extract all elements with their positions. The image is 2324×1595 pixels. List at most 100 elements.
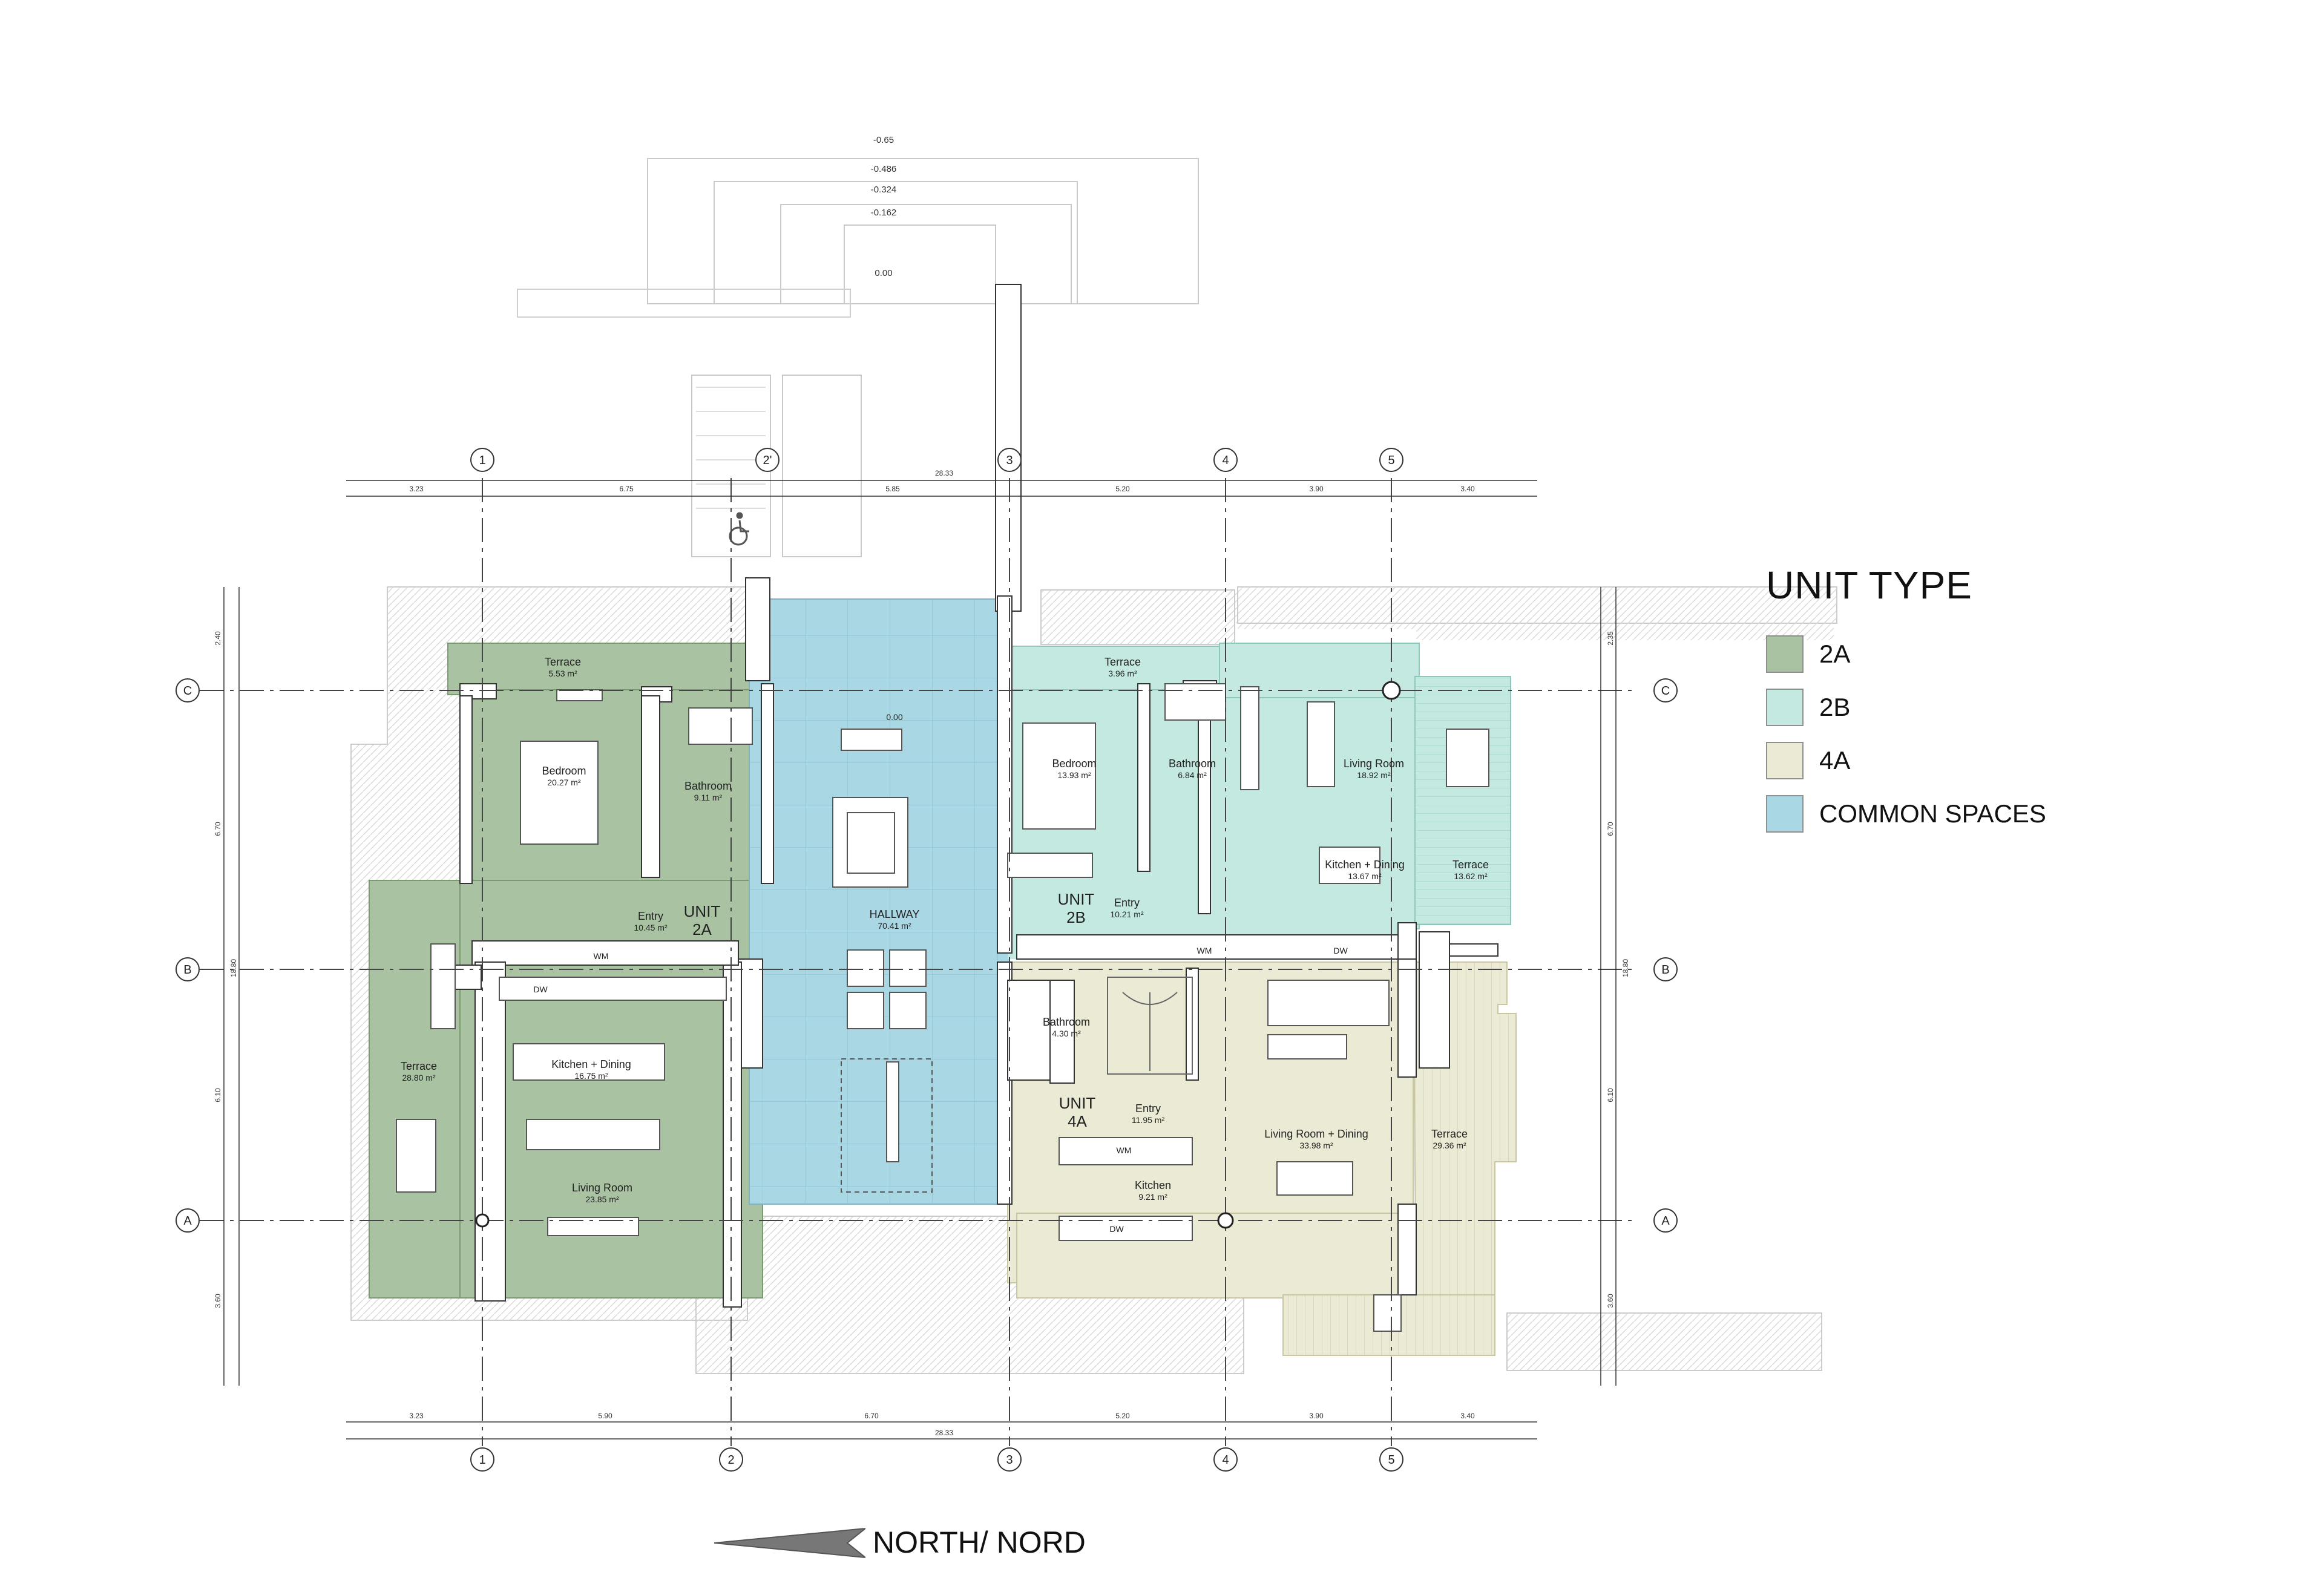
dim-bottom-total: 28.33 <box>935 1429 953 1437</box>
dishwasher-tag: DW <box>1109 1224 1124 1234</box>
legend-title: UNIT TYPE <box>1766 563 1972 607</box>
level-label: -0.162 <box>871 208 897 218</box>
legend-item-common: COMMON SPACES <box>1766 794 2129 834</box>
grid-label-col: 2 <box>727 1453 734 1467</box>
legend-item-2a: 2A <box>1766 634 2129 674</box>
dim-left: 2.40 <box>214 631 222 646</box>
planter-strip <box>517 289 851 318</box>
grid-label-row: A <box>1661 1214 1670 1228</box>
dim-right-total: 18.80 <box>1621 959 1630 977</box>
grid-label-col: 3 <box>1006 454 1013 467</box>
walls <box>450 284 1498 1308</box>
grid-label-col: 3 <box>1006 1453 1013 1467</box>
dim-top: 3.90 <box>1309 485 1324 493</box>
level-label: 0.00 <box>886 712 902 722</box>
grid-label-col: 1 <box>479 454 485 467</box>
washing-machine-tag: WM <box>1117 1145 1132 1155</box>
spiral-stair <box>1107 977 1193 1075</box>
grid-label-row: C <box>183 684 192 698</box>
common-hallway <box>749 598 1009 1205</box>
dim-right: 6.70 <box>1606 822 1615 836</box>
grid-label-col: 4 <box>1222 1453 1229 1467</box>
dim-bottom: 3.40 <box>1460 1412 1475 1420</box>
legend-swatch <box>1766 742 1804 779</box>
dimension-lines <box>223 480 1617 1439</box>
dim-top: 6.75 <box>619 485 634 493</box>
legend-label: 2B <box>1819 693 1851 721</box>
dim-right: 3.60 <box>1606 1294 1615 1308</box>
legend-swatch <box>1766 689 1804 726</box>
legend-swatch <box>1766 795 1804 833</box>
dim-right: 6.10 <box>1606 1088 1615 1102</box>
level-label: -0.65 <box>873 135 894 145</box>
wheelchair-icon <box>729 512 749 546</box>
grid-label-row: B <box>1661 963 1669 977</box>
dim-left: 6.10 <box>214 1088 222 1102</box>
dim-left: 6.70 <box>214 822 222 836</box>
dim-top: 3.40 <box>1460 485 1475 493</box>
grid-columns-at-intersections <box>475 681 1401 1229</box>
dim-top-total: 28.33 <box>935 469 953 477</box>
dim-bottom: 5.90 <box>598 1412 612 1420</box>
dim-bottom: 6.70 <box>864 1412 879 1420</box>
north-arrow-icon <box>714 1527 865 1559</box>
dim-bottom: 5.20 <box>1115 1412 1130 1420</box>
grid-label-bubbles <box>176 448 1678 1472</box>
grid-label-col: 1 <box>479 1453 485 1467</box>
north-label: NORTH/ NORD <box>873 1525 1086 1559</box>
grid-label-col: 5 <box>1388 1453 1394 1467</box>
washing-machine-tag: WM <box>594 951 609 961</box>
grid-label-row: B <box>183 963 191 977</box>
legend-item-2b: 2B <box>1766 687 2129 727</box>
legend-item-4a: 4A <box>1766 741 2129 781</box>
dim-top: 5.85 <box>885 485 900 493</box>
legend-label: 2A <box>1819 640 1851 668</box>
dim-bottom: 3.23 <box>409 1412 424 1420</box>
legend-label: 4A <box>1819 746 1851 775</box>
grid-label-col: 5 <box>1388 454 1394 467</box>
north-indicator: NORTH/ NORD <box>714 1513 1138 1573</box>
dim-top: 5.20 <box>1115 485 1130 493</box>
dim-left: 3.60 <box>214 1294 222 1308</box>
dim-right: 2.35 <box>1606 631 1615 646</box>
grid-lines <box>200 478 1634 1446</box>
washing-machine-tag: WM <box>1197 946 1212 955</box>
level-label: -0.324 <box>871 185 897 195</box>
entrance-steps <box>647 158 1199 557</box>
dishwasher-tag: DW <box>1333 946 1348 955</box>
level-label: 0.00 <box>875 268 892 278</box>
grid-label-col: 2' <box>763 454 772 467</box>
grid-label-col: 4 <box>1222 454 1229 467</box>
dim-top: 3.23 <box>409 485 424 493</box>
legend-label: COMMON SPACES <box>1819 799 2046 828</box>
grid-label-row: C <box>1661 684 1670 698</box>
unit-type-legend: UNIT TYPE 2A 2B 4A COMMON SPACES <box>1766 563 2129 847</box>
dim-bottom: 3.90 <box>1309 1412 1324 1420</box>
grid-label-row: A <box>183 1214 192 1228</box>
legend-swatch <box>1766 635 1804 673</box>
dishwasher-tag: DW <box>533 984 548 994</box>
